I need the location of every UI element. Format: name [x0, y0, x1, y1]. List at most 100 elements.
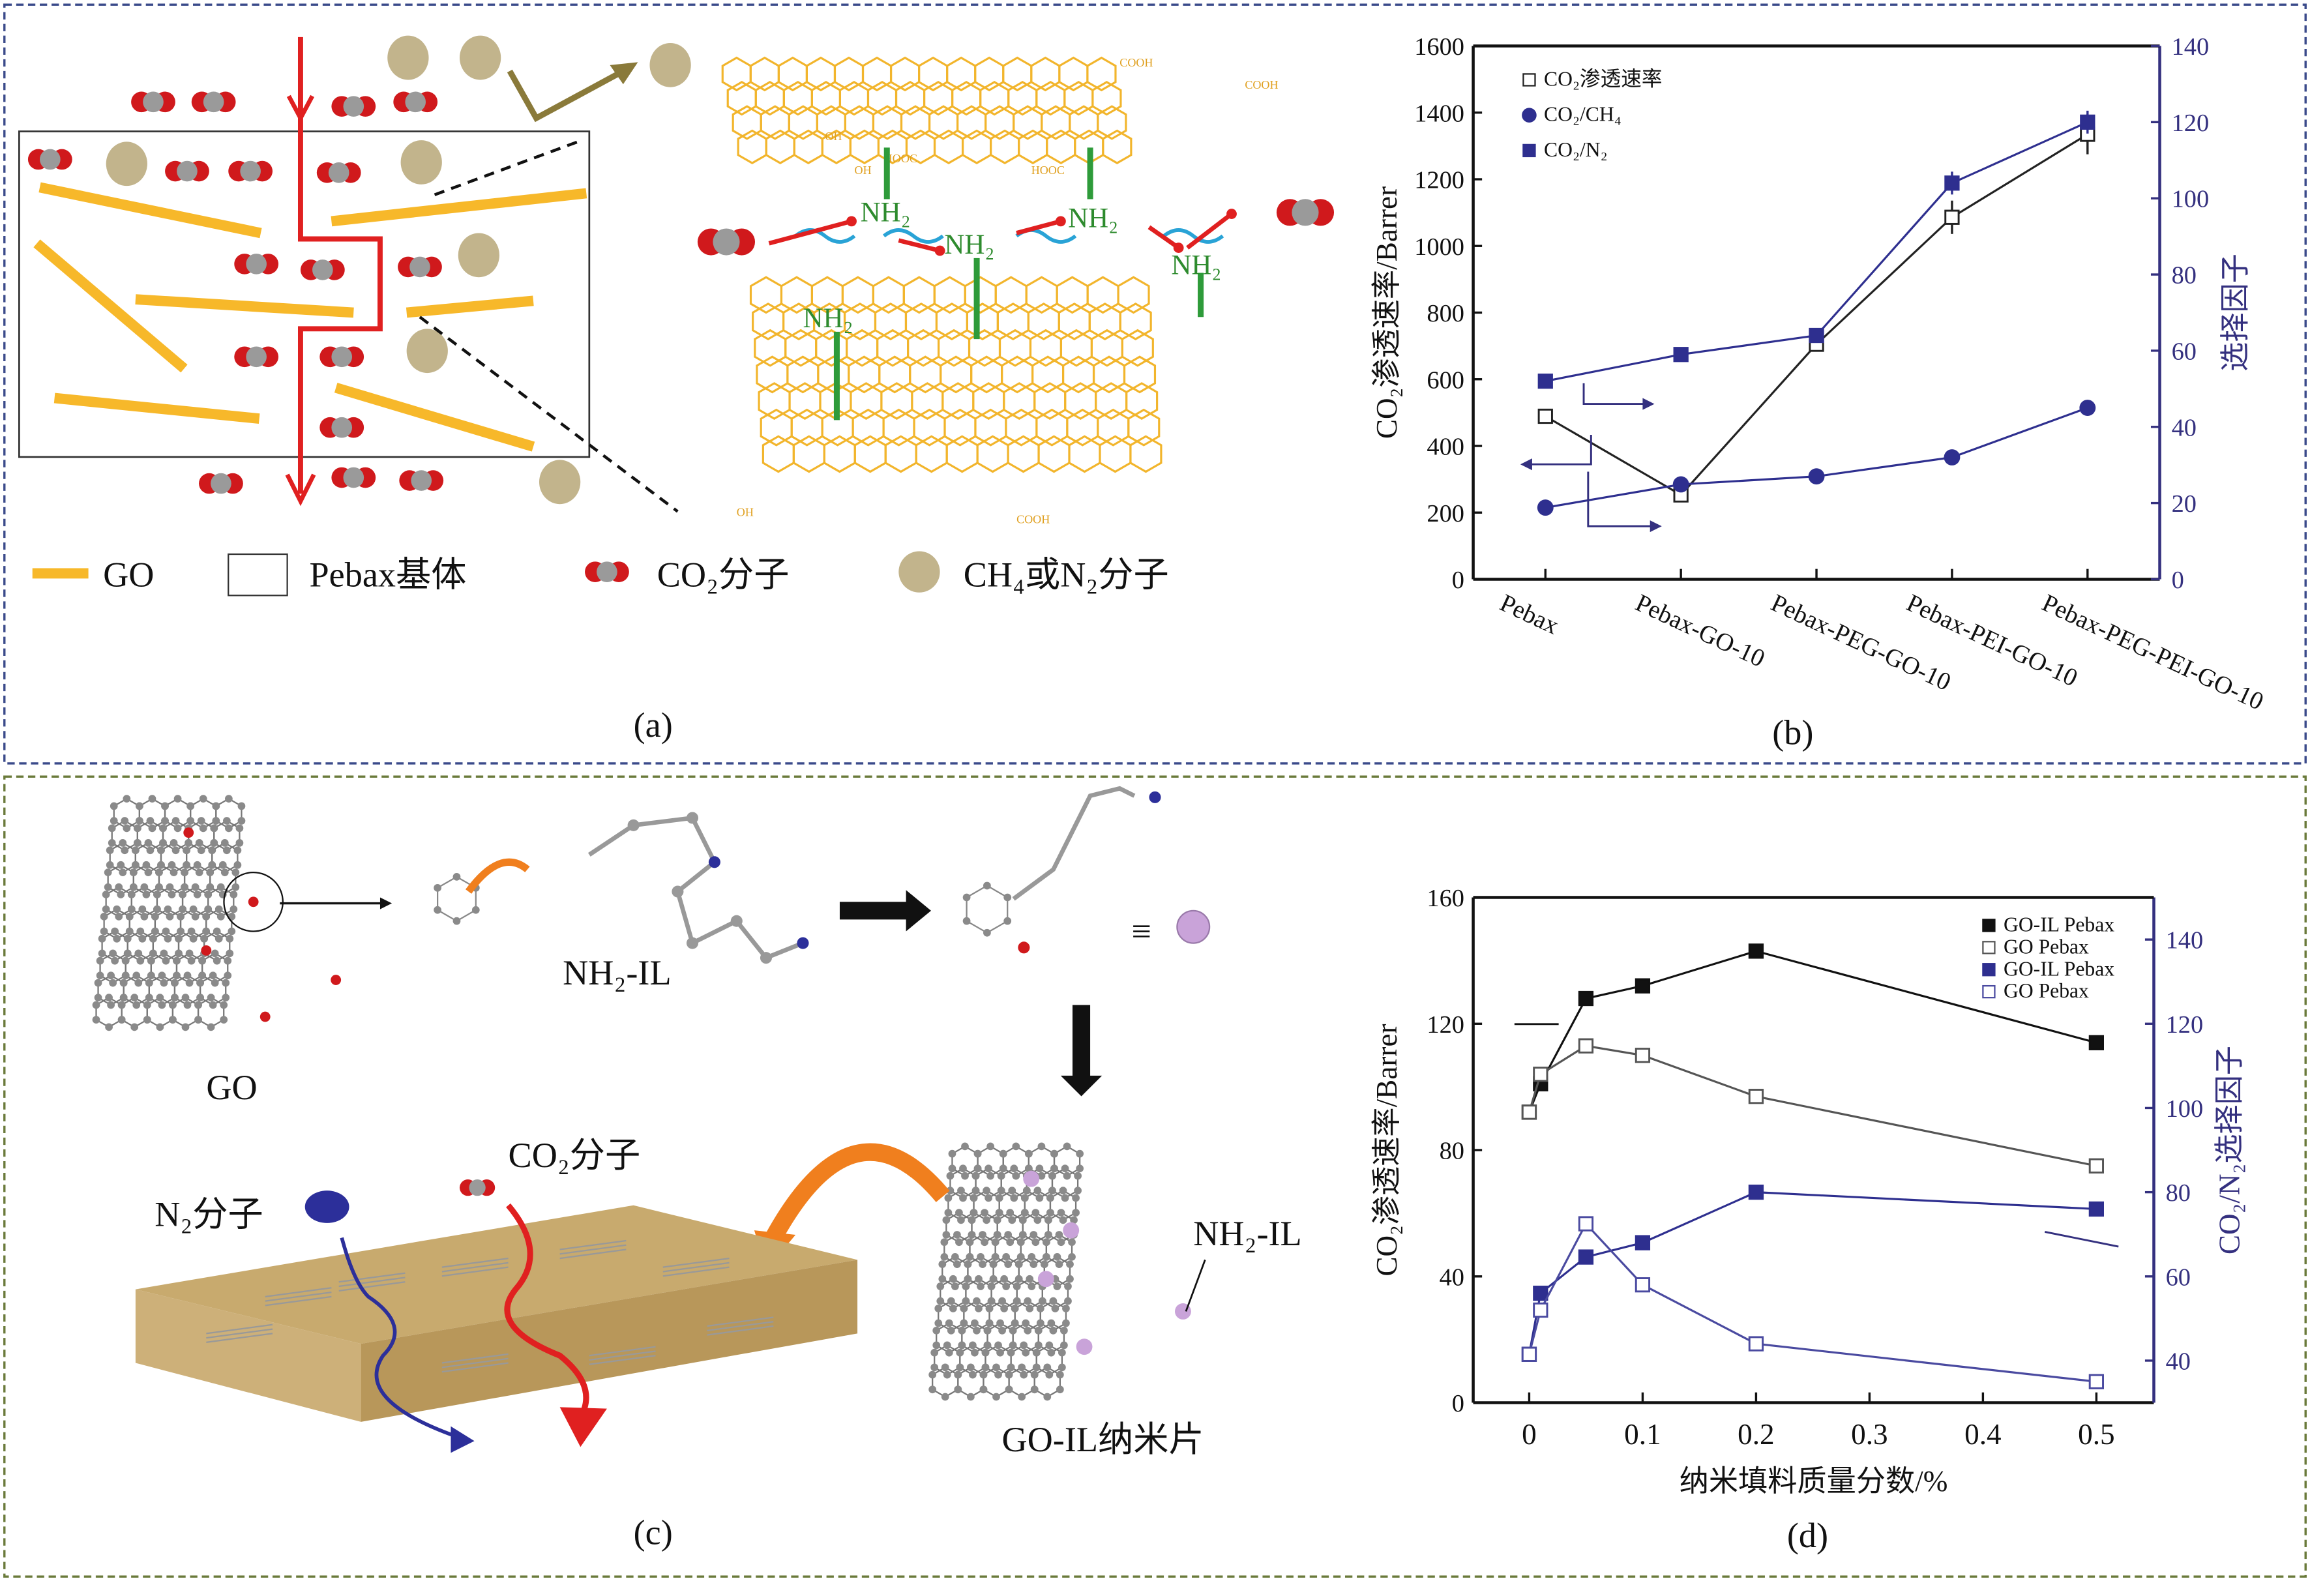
carbon-atom	[142, 891, 151, 898]
y2-tick-label: 80	[2172, 262, 2197, 289]
carbon-atom	[961, 1142, 969, 1151]
functional-group-label: OH	[737, 505, 754, 518]
carbon-atom	[1022, 1319, 1030, 1327]
go-sheet	[53, 392, 260, 424]
carbon-atom	[228, 927, 236, 936]
carbon-atom	[983, 1187, 990, 1195]
graphene-ring	[1007, 435, 1040, 473]
carbon-atom	[951, 1282, 959, 1290]
series-line	[1545, 133, 2088, 497]
carbon-atom	[1046, 1194, 1054, 1202]
carbon-atom	[134, 949, 143, 958]
data-point	[1635, 1235, 1651, 1250]
co2-molecule	[234, 254, 279, 274]
atom	[708, 856, 720, 868]
carbon-atom	[955, 1238, 963, 1247]
carbon-atom	[1047, 1319, 1056, 1327]
y-tick-label: 600	[1427, 366, 1464, 394]
axis-indicator-arrowhead	[1642, 398, 1655, 410]
zoom-arrowhead	[379, 897, 392, 909]
graphene-ring	[915, 435, 948, 473]
legend-marker	[1522, 108, 1537, 123]
carbon-atom	[210, 824, 218, 833]
carbon-atom	[1050, 1164, 1058, 1173]
carbon-atom	[169, 1001, 177, 1009]
go-sheet	[406, 295, 534, 318]
carbon-atom	[1022, 1187, 1031, 1195]
legend-gas-swatch	[898, 551, 940, 593]
x-tick-label: Pebax	[1496, 589, 1563, 640]
carbon-atom	[992, 1363, 1000, 1372]
data-point	[1635, 1277, 1651, 1293]
carbon-atom	[222, 817, 231, 825]
carbon-atom	[1009, 1341, 1017, 1350]
nanosheet-stack	[338, 1281, 406, 1292]
carbon-atom	[993, 1216, 1001, 1224]
carbon-atom	[1055, 1260, 1063, 1269]
x-tick-label: 0.4	[1964, 1418, 2001, 1451]
transport-arrowhead	[1173, 243, 1184, 253]
carbon-atom	[189, 905, 198, 913]
gas-molecule	[387, 35, 429, 80]
nh2-il-molecule	[434, 812, 809, 964]
data-point	[1808, 468, 1825, 485]
carbon-atom	[171, 846, 180, 855]
carbon-atom	[1035, 1164, 1044, 1173]
y2-tick-label: 140	[2172, 33, 2210, 61]
carbon-atom	[105, 1023, 113, 1031]
carbon-atom	[1030, 1370, 1039, 1379]
y2-tick-label: 80	[2166, 1179, 2191, 1207]
nanosheet-stack	[589, 1346, 656, 1357]
carbon-atom	[156, 1023, 164, 1031]
transport-arrowhead	[1226, 209, 1237, 219]
carbon-atom	[1064, 1282, 1072, 1290]
carbon-atom	[936, 1297, 945, 1305]
carbon-atom	[96, 956, 104, 965]
carbon-atom	[967, 1363, 975, 1372]
reaction-right-arrow	[839, 890, 932, 932]
carbon-atom	[136, 817, 143, 825]
y-tick-label: 0	[1452, 1390, 1464, 1417]
carbon-atom	[155, 883, 163, 891]
carbon-atom	[970, 1194, 978, 1202]
carbon-atom	[996, 1319, 1004, 1327]
data-point	[1748, 1336, 1764, 1352]
n2-path-arrowhead	[451, 1426, 475, 1453]
y-tick-label: 120	[1427, 1011, 1464, 1039]
panel-c-diagram: GO NH₂-IL ≡ NH₂-IL GO-IL纳米片 N₂分子 CO₂分子 (…	[92, 786, 1302, 1552]
carbon-atom	[168, 861, 176, 869]
carbon-atom	[946, 1172, 955, 1180]
carbon-atom	[930, 1363, 939, 1372]
carbon-atom	[199, 824, 207, 833]
series-line	[1528, 1222, 2097, 1383]
carbon-atom	[995, 1194, 1003, 1202]
data-point	[2088, 1035, 2104, 1050]
oxygen-atom	[259, 1011, 271, 1022]
carbon-atom	[1024, 1297, 1032, 1305]
panel-cd-frame	[3, 775, 2307, 1578]
carbon-atom	[409, 256, 430, 278]
carbon-atom	[107, 1001, 115, 1009]
carbon-atom	[193, 891, 201, 898]
carbon-atom	[1007, 1363, 1015, 1372]
co2-molecule	[331, 467, 376, 488]
graphene-ring	[1056, 276, 1089, 314]
carbon-atom	[1032, 1363, 1041, 1372]
y2-axis-title: CO₂/N₂选择因子	[2214, 1046, 2246, 1254]
carbon-atom	[144, 839, 153, 847]
carbon-atom	[235, 824, 244, 833]
co2-molecule	[585, 561, 629, 582]
carbon-atom	[111, 956, 119, 965]
carbon-atom	[994, 1370, 1002, 1379]
graphene-ring	[1102, 129, 1133, 164]
carbon-atom	[983, 1216, 990, 1224]
carbon-atom	[1060, 1326, 1068, 1335]
carbon-atom	[230, 891, 238, 898]
carbon-atom	[968, 1216, 976, 1224]
carbon-atom	[951, 1252, 959, 1261]
data-point	[1537, 374, 1553, 389]
graphene-ring	[994, 276, 1028, 314]
carbon-atom	[107, 971, 115, 980]
nh2-label: NH₂	[1068, 203, 1118, 233]
